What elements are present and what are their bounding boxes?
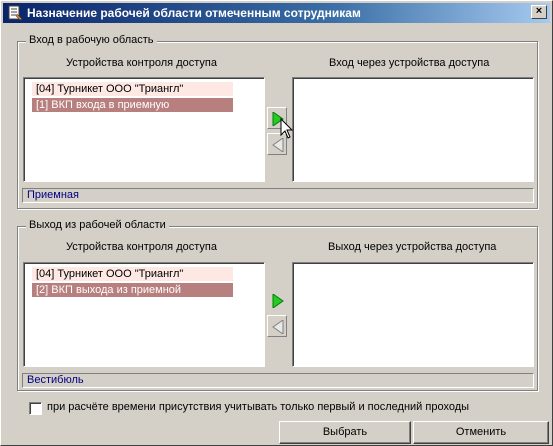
exit-zone-label: Вестибюль [22,373,534,388]
first-last-pass-label[interactable]: при расчёте времени присутствия учитыват… [47,401,470,413]
title-bar[interactable]: Назначение рабочей области отмеченным со… [3,3,550,23]
add-exit-device-button[interactable] [267,289,287,311]
arrow-left-icon [272,138,284,152]
exit-group-legend: Выход из рабочей области [26,219,169,231]
close-icon: × [535,5,543,17]
remove-entry-device-button[interactable] [267,133,287,155]
exit-assigned-header: Выход через устройства доступа [328,241,497,253]
entry-assigned-header: Вход через устройства доступа [329,57,490,69]
list-item[interactable]: [04] Турникет ООО "Триангл" [32,267,233,281]
arrow-left-icon [272,320,284,334]
entry-zone-label: Приемная [22,188,534,203]
arrow-right-icon [272,294,284,308]
entry-available-header: Устройства контроля доступа [66,57,217,69]
close-button[interactable]: × [531,5,547,19]
entry-group: Вход в рабочую область Устройства контро… [17,34,538,209]
cancel-button[interactable]: Отменить [413,421,549,444]
app-icon [7,5,23,21]
entry-assigned-list[interactable] [292,77,534,182]
exit-available-list[interactable]: [04] Турникет ООО "Триангл" [2] ВКП выхо… [23,262,265,367]
first-last-pass-checkbox[interactable] [29,402,42,415]
remove-exit-device-button[interactable] [267,315,287,337]
exit-assigned-list[interactable] [292,262,534,367]
entry-available-list[interactable]: [04] Турникет ООО "Триангл" [1] ВКП вход… [23,77,265,182]
entry-group-legend: Вход в рабочую область [26,34,157,46]
select-button[interactable]: Выбрать [279,421,411,444]
list-item[interactable]: [04] Турникет ООО "Триангл" [32,82,233,96]
mouse-pointer-icon [280,118,294,139]
list-item[interactable]: [2] ВКП выхода из приемной [32,283,233,297]
list-item[interactable]: [1] ВКП входа в приемную [32,98,233,112]
exit-available-header: Устройства контроля доступа [66,241,217,253]
exit-group: Выход из рабочей области Устройства конт… [17,219,538,391]
arrow-right-icon [272,112,284,126]
window-title: Назначение рабочей области отмеченным со… [27,6,361,20]
